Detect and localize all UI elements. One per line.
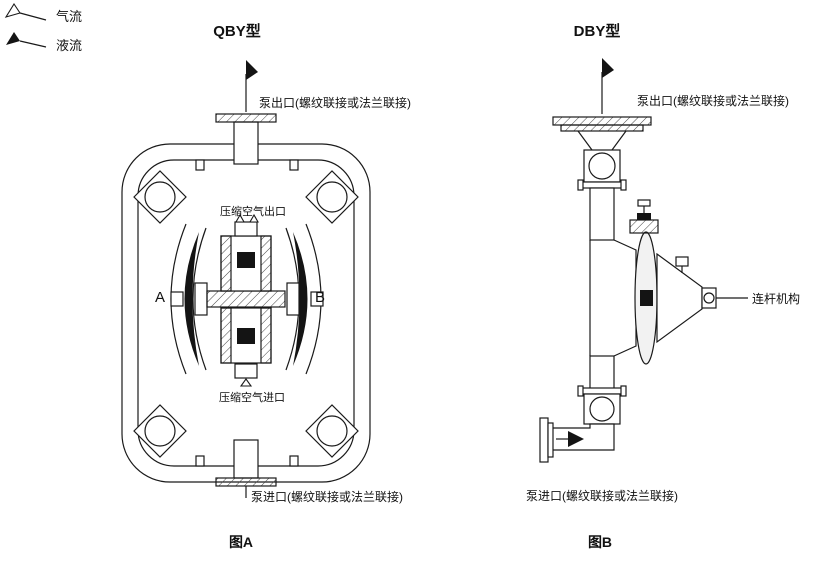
dby-inlet-assembly: [539, 417, 615, 463]
dby-upper-pipe: [589, 187, 615, 241]
qby-chamber-b-letter: B: [315, 289, 326, 306]
qby-center-mechanism: [170, 213, 324, 387]
qby-diaphragm-right: [293, 232, 308, 366]
dby-right-cone: [656, 252, 703, 344]
dby-diaphragm-chamber: [589, 199, 748, 365]
qby-air-inlet-port: [234, 363, 258, 379]
liquid-flow-icon: [6, 32, 47, 48]
dby-ball-valve-lower: [577, 385, 627, 425]
dby-pump-drawing: [539, 58, 748, 463]
qby-air-spool-upper: [237, 252, 255, 268]
dby-ball-valve-upper: [577, 149, 627, 191]
dby-diaphragm-hub: [640, 290, 653, 306]
qby-outlet-label: 泵出口(螺纹联接或法兰联接): [259, 96, 411, 110]
dby-inlet-label: 泵进口(螺纹联接或法兰联接): [526, 489, 678, 503]
qby-outlet-arrow: [246, 60, 258, 80]
qby-chamber-a-letter: A: [155, 289, 166, 306]
qby-title: QBY型: [213, 23, 261, 40]
dby-lower-pipe: [589, 355, 615, 391]
qby-ball-valve-bottom-right: [305, 404, 359, 458]
qby-air-inlet-label: 压缩空气进口: [219, 392, 285, 404]
dby-outlet-label: 泵出口(螺纹联接或法兰联接): [637, 94, 789, 108]
dby-caption: 图B: [587, 534, 613, 550]
dby-outlet-assembly: [552, 58, 652, 151]
qby-air-spool-lower: [237, 328, 255, 344]
legend-air-flow-label: 气流: [56, 9, 83, 24]
qby-inlet-label: 泵进口(螺纹联接或法兰联接): [251, 490, 403, 504]
qby-ball-valve-top-right: [305, 170, 359, 224]
qby-shaft: [206, 290, 286, 308]
dby-outlet-arrow: [602, 58, 614, 78]
legend-symbols: [4, 2, 47, 48]
qby-caption: 图A: [228, 534, 254, 550]
dby-air-valve: [637, 213, 651, 220]
dby-linkage-label: 连杆机构: [752, 292, 801, 306]
air-flow-icon: [4, 2, 47, 21]
dby-title: DBY型: [573, 23, 621, 40]
qby-diaphragm-left: [184, 232, 199, 366]
qby-air-outlet-port: [234, 221, 258, 237]
qby-air-outlet-label: 压缩空气出口: [220, 206, 286, 218]
qby-outlet-assembly: [215, 60, 277, 165]
legend-liquid-flow-label: 液流: [56, 38, 83, 53]
qby-inlet-assembly: [215, 439, 277, 498]
qby-ball-valve-top-left: [133, 170, 187, 224]
dby-inlet-arrow: [568, 431, 584, 447]
qby-pump-drawing: [121, 60, 371, 498]
qby-ball-valve-bottom-left: [133, 404, 187, 458]
